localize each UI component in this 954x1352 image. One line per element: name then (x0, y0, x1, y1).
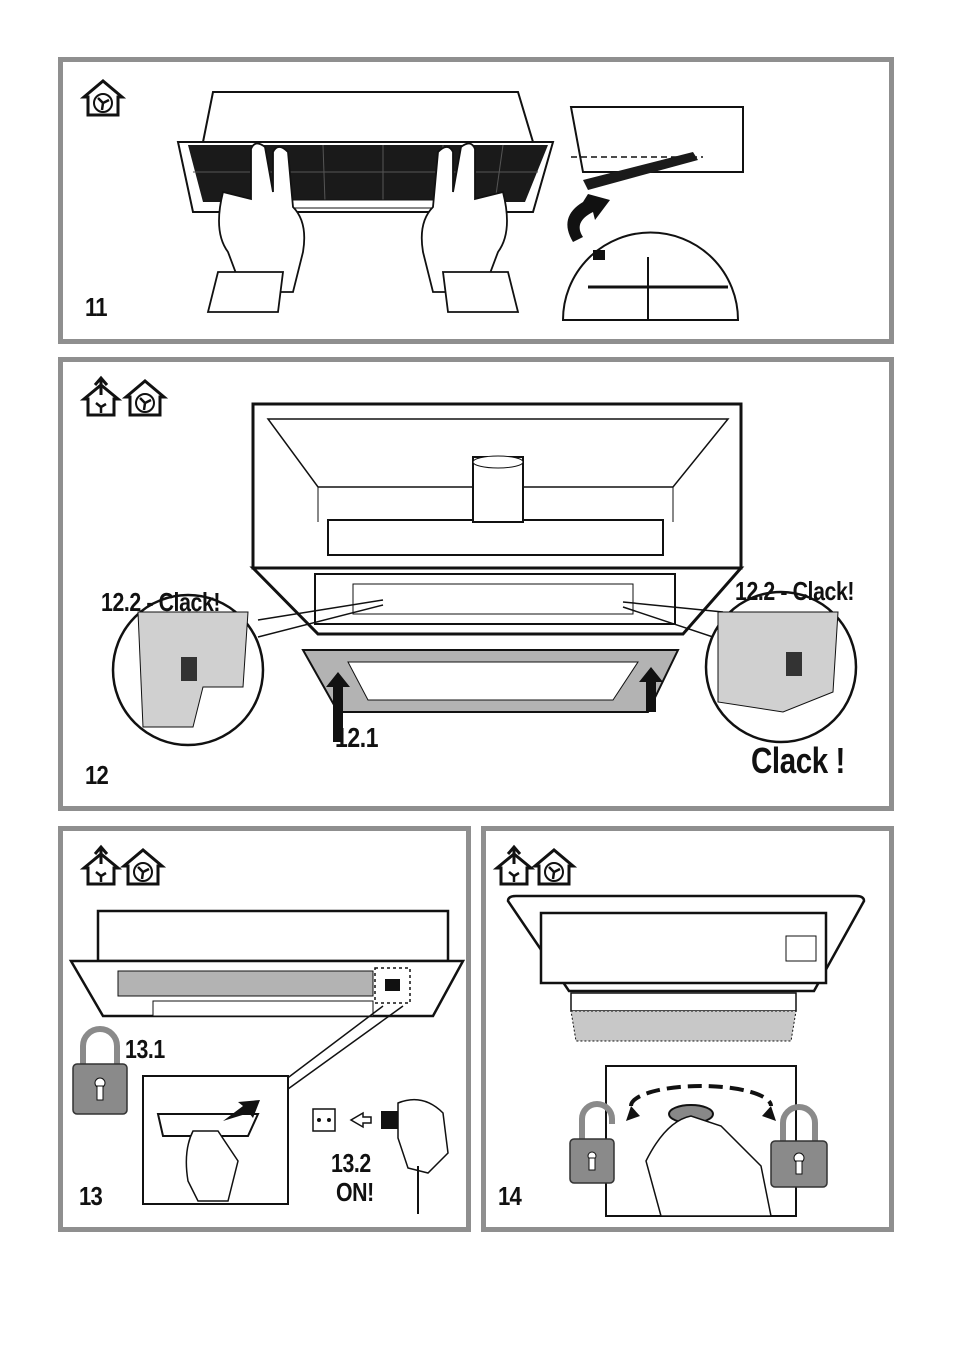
callout-12-2-left: 12.2 - Clack! (101, 587, 221, 617)
padlock-closed-icon (770, 1104, 828, 1188)
direction-arrow (567, 194, 610, 242)
step-11-panel: 11 (58, 57, 894, 344)
plug-hand (397, 1098, 449, 1174)
step-14-panel: 14 (481, 826, 894, 1232)
socket-icon (312, 1108, 336, 1132)
plug-in-arrow (349, 1111, 372, 1129)
unlock-illustration (506, 894, 866, 1217)
padlock-open-icon (569, 1101, 615, 1184)
panel-installation-illustration (111, 402, 858, 747)
step-13-2-label: 13.2 (331, 1148, 371, 1178)
padlock-closed-icon (72, 1026, 128, 1115)
detail-zoom (561, 231, 740, 321)
step-12-panel: 12.2 - Clack! 12.2 - Clack! 12.1 Clack !… (58, 357, 894, 811)
step-13-1-label: 13.1 (125, 1034, 165, 1064)
step-number: 11 (85, 292, 108, 322)
step-number: 14 (498, 1181, 522, 1211)
push-up-arrow-left (326, 672, 350, 742)
step-12-1-label: 12.1 (335, 722, 379, 753)
callout-12-2-right: 12.2 - Clack! (735, 576, 855, 606)
hands (206, 142, 520, 313)
switch-highlight (374, 967, 411, 1004)
filter-removal-illustration (176, 91, 744, 321)
step-number: 12 (85, 760, 109, 790)
lock-and-power-illustration (68, 909, 466, 1214)
step-number: 13 (79, 1181, 103, 1211)
step-13-panel: 13.1 13.2 ON! 13 (58, 826, 471, 1232)
power-on-label: ON! (336, 1177, 374, 1207)
clack-label: Clack ! (751, 740, 845, 781)
push-up-arrow-right (639, 667, 663, 712)
hinged-panel (570, 1010, 797, 1042)
